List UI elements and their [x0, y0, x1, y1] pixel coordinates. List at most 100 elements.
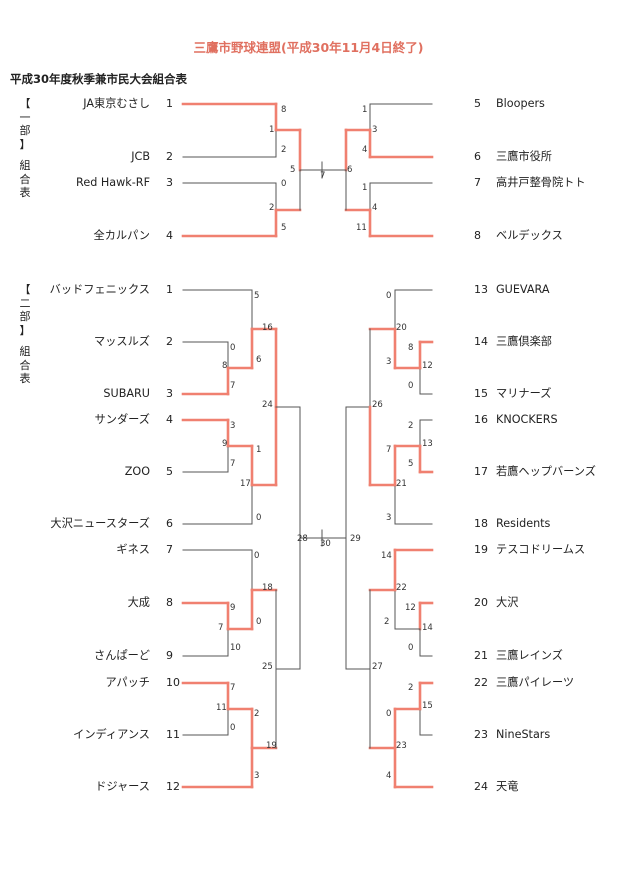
score-label: 7 [320, 171, 326, 181]
team-seed: 24 [474, 780, 488, 793]
team-name: 若鷹ヘップバーンズ [496, 465, 596, 478]
score-label: 24 [262, 400, 273, 410]
score-label: 2 [384, 617, 390, 627]
score-label: 5 [281, 223, 287, 233]
team-name: 三鷹レインズ [496, 649, 563, 662]
team-name: 三鷹倶楽部 [496, 335, 552, 348]
team-name: マリナーズ [496, 387, 552, 400]
team-seed: 17 [474, 465, 488, 478]
score-label: 8 [222, 361, 228, 371]
score-label: 20 [396, 323, 407, 333]
score-label: 14 [422, 623, 433, 633]
score-label: 2 [408, 421, 414, 431]
team-seed: 12 [166, 780, 180, 793]
team-seed: 20 [474, 596, 488, 609]
team-seed: 15 [474, 387, 488, 400]
team-name: 大成 [127, 596, 150, 609]
score-label: 12 [422, 361, 433, 371]
score-label: 2 [408, 683, 414, 693]
score-label: 11 [356, 223, 367, 233]
score-label: 29 [350, 534, 361, 544]
team-name: ギネス [116, 543, 150, 556]
score-label: 3 [372, 125, 378, 135]
team-name: サンダーズ [94, 413, 150, 426]
team-seed: 16 [474, 413, 488, 426]
score-label: 9 [230, 603, 236, 613]
score-label: 3 [386, 513, 392, 523]
team-seed: 2 [166, 335, 173, 348]
team-name: NineStars [496, 728, 551, 741]
team-name: ドジャース [95, 780, 150, 793]
team-seed: 19 [474, 543, 488, 556]
team-name: Bloopers [496, 97, 545, 110]
team-name: KNOCKERS [496, 413, 558, 426]
team-name: 三鷹市役所 [496, 150, 552, 163]
team-name: バッドフェニックス [49, 283, 150, 296]
team-seed: 7 [166, 543, 173, 556]
team-seed: 21 [474, 649, 488, 662]
team-name: ベルデックス [496, 229, 563, 242]
team-name: 高井戸整骨院トト [496, 176, 586, 189]
score-label: 6 [347, 165, 353, 175]
score-label: 5 [254, 291, 260, 301]
score-label: 0 [408, 643, 414, 653]
score-label: 0 [256, 513, 262, 523]
team-name: マッスルズ [94, 335, 150, 348]
score-label: 16 [262, 323, 273, 333]
team-name: Residents [496, 517, 551, 530]
team-name: SUBARU [103, 387, 150, 400]
team-seed: 4 [166, 229, 173, 242]
score-label: 12 [405, 603, 416, 613]
score-label: 7 [218, 623, 224, 633]
team-seed: 1 [166, 97, 173, 110]
score-label: 10 [230, 643, 241, 653]
team-seed: 10 [166, 676, 180, 689]
score-label: 0 [256, 617, 262, 627]
score-label: 7 [230, 381, 236, 391]
score-label: 3 [230, 421, 236, 431]
team-seed: 2 [166, 150, 173, 163]
team-seed: 3 [166, 176, 173, 189]
score-label: 3 [254, 771, 260, 781]
team-seed: 6 [166, 517, 173, 530]
score-label: 9 [222, 439, 228, 449]
team-seed: 8 [166, 596, 173, 609]
score-label: 19 [266, 741, 277, 751]
score-label: 28 [297, 534, 308, 544]
team-name: JA東京むさし [83, 97, 150, 110]
team-name: 大沢ニュースターズ [50, 517, 150, 530]
score-label: 26 [372, 400, 383, 410]
team-seed: 1 [166, 283, 173, 296]
team-seed: 23 [474, 728, 488, 741]
score-label: 25 [262, 662, 273, 672]
score-label: 1 [256, 445, 262, 455]
team-name: Red Hawk-RF [76, 176, 150, 189]
team-name: 三鷹パイレーツ [496, 676, 575, 689]
team-seed: 7 [474, 176, 481, 189]
team-name: 全カルパン [93, 229, 151, 242]
team-seed: 5 [474, 97, 481, 110]
team-name: さんぱーど [94, 649, 150, 662]
page-subtitle: 平成30年度秋季兼市民大会組合表 [10, 72, 188, 86]
score-label: 23 [396, 741, 407, 751]
score-label: 22 [396, 583, 407, 593]
score-label: 30 [320, 539, 331, 549]
team-name: ZOO [124, 465, 150, 478]
score-label: 4 [362, 145, 368, 155]
team-name: GUEVARA [496, 283, 550, 296]
team-seed: 22 [474, 676, 488, 689]
score-label: 2 [269, 203, 275, 213]
score-label: 5 [408, 459, 414, 469]
score-label: 17 [240, 479, 251, 489]
score-label: 2 [281, 145, 287, 155]
team-seed: 18 [474, 517, 488, 530]
score-label: 4 [386, 771, 392, 781]
score-label: 21 [396, 479, 407, 489]
score-label: 1 [269, 125, 275, 135]
team-seed: 14 [474, 335, 488, 348]
score-label: 27 [372, 662, 383, 672]
score-label: 1 [362, 183, 368, 193]
division1-label: 【 一 部 】 組 合 表 [19, 97, 31, 199]
